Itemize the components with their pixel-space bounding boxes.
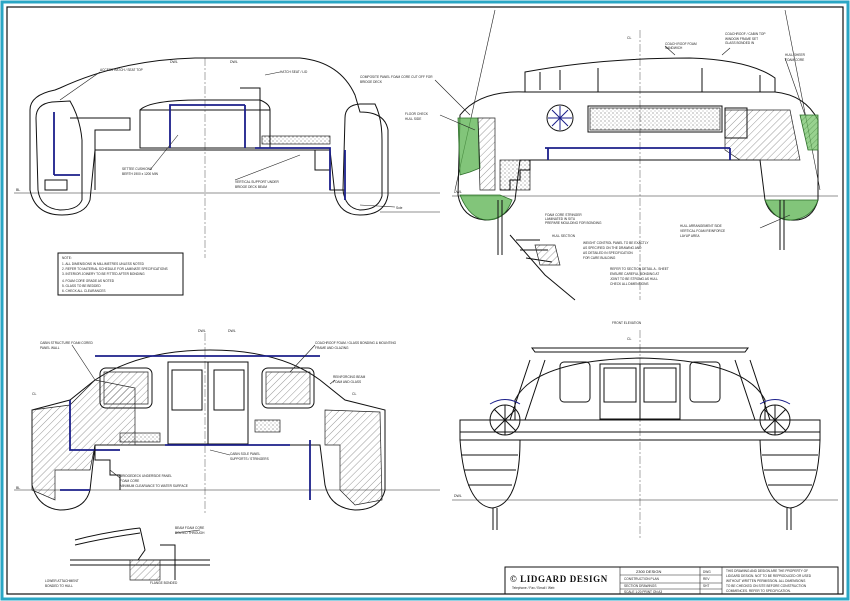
svg-text:DWL: DWL [454,494,462,498]
svg-text:4. FOAM CORE GRADE AS NOTED: 4. FOAM CORE GRADE AS NOTED [62,279,115,283]
svg-text:BRIDGE DECK: BRIDGE DECK [360,80,383,84]
svg-text:DWL: DWL [230,60,238,64]
svg-text:HULL SECTION: HULL SECTION [552,234,576,238]
svg-text:SETTEE CUSHIONS: SETTEE CUSHIONS [122,167,152,171]
svg-text:Sole: Sole [396,206,403,210]
svg-text:COACH ROOF FOAM: COACH ROOF FOAM [665,42,697,46]
svg-text:FOAM CORE: FOAM CORE [785,58,804,62]
svg-text:ENSURE CAREFUL BONDING AT: ENSURE CAREFUL BONDING AT [610,272,659,276]
svg-text:ACCESS HATCH / SEAT TOP: ACCESS HATCH / SEAT TOP [100,68,143,72]
svg-text:BRIDGEDECK UNDERSIDE PANEL: BRIDGEDECK UNDERSIDE PANEL [120,474,172,478]
svg-text:JOINT TO BE STRONG AS HULL: JOINT TO BE STRONG AS HULL [610,277,658,281]
svg-text:CL: CL [32,392,37,396]
svg-text:THIS DRAWING AND DESIGN ARE TH: THIS DRAWING AND DESIGN ARE THE PROPERTY… [726,569,808,573]
svg-text:FLOOR CHECK: FLOOR CHECK [405,112,429,116]
svg-text:FLANGE BONDED: FLANGE BONDED [150,581,178,585]
svg-text:VERTICAL FOAM REINFORCE: VERTICAL FOAM REINFORCE [680,229,725,233]
svg-text:BEAM FOAM CORE: BEAM FOAM CORE [175,526,204,530]
svg-text:DWL: DWL [454,190,462,194]
svg-text:WEIGHT CONTROL PANEL TO BE EXA: WEIGHT CONTROL PANEL TO BE EXACTLY [583,241,649,245]
svg-text:CONSTRUCTION PLAN: CONSTRUCTION PLAN [624,577,660,581]
svg-text:REFER TO SECTION DETAIL A - SH: REFER TO SECTION DETAIL A - SHEET [610,267,669,271]
svg-text:BERTH 1900 x 1200 MIN: BERTH 1900 x 1200 MIN [122,172,159,176]
svg-text:BOLTED THROUGH: BOLTED THROUGH [175,531,205,535]
svg-text:BONDED TO HULL: BONDED TO HULL [45,584,73,588]
svg-text:FOR CARE BUILDING: FOR CARE BUILDING [583,256,616,260]
svg-text:WITHOUT WRITTEN PERMISSION. AL: WITHOUT WRITTEN PERMISSION. ALL DIMENSIO… [726,579,805,583]
svg-text:LAMINATED IN SITU: LAMINATED IN SITU [545,217,576,221]
sheet-inner-border [6,6,844,595]
svg-text:3. INTERIOR JOINERY TO BE FITT: 3. INTERIOR JOINERY TO BE FITTED AFTER B… [62,272,145,276]
svg-text:CABIN STRUCTURE FOAM CORED: CABIN STRUCTURE FOAM CORED [40,341,93,345]
svg-text:CL: CL [627,337,632,341]
svg-text:1. ALL DIMENSIONS IN MILLIMETR: 1. ALL DIMENSIONS IN MILLIMETRES UNLESS … [62,262,145,266]
svg-text:AS SPECIFIED ON THE DRAWING AN: AS SPECIFIED ON THE DRAWING AND [583,246,642,250]
brand-name: © LIDGARD DESIGN [510,574,608,584]
svg-text:FRONT ELEVATION: FRONT ELEVATION [612,321,642,325]
section-view-top-left: DWL DWL BL ACCESS HATCH / SEAT TOP HATCH… [14,57,440,258]
svg-text:NOTE:: NOTE: [62,256,72,260]
svg-text:AS DETAILED IN SPECIFICATION: AS DETAILED IN SPECIFICATION [583,251,633,255]
svg-text:DWG: DWG [703,570,711,574]
svg-text:SCALE 1:20 PRINT ON A3: SCALE 1:20 PRINT ON A3 [624,590,662,594]
svg-text:MINIMUM CLEARANCE TO WATER SUR: MINIMUM CLEARANCE TO WATER SURFACE [120,484,188,488]
svg-text:HULL ARRANGEMENT SIDE: HULL ARRANGEMENT SIDE [680,224,722,228]
svg-text:6. CHECK ALL CLEARANCES: 6. CHECK ALL CLEARANCES [62,289,105,293]
svg-text:CHECK ALL DIMENSIONS: CHECK ALL DIMENSIONS [610,282,649,286]
svg-text:VERTICAL SUPPORT UNDER: VERTICAL SUPPORT UNDER [235,180,280,184]
svg-text:BL: BL [16,486,20,490]
svg-text:FOAM CORE: FOAM CORE [120,479,139,483]
svg-text:TO BE CHECKED ON SITE BEFORE C: TO BE CHECKED ON SITE BEFORE CONSTRUCTIO… [726,584,807,588]
svg-text:REINFORCING BEAM: REINFORCING BEAM [333,375,366,379]
svg-text:SUPPORTS / STRINGERS: SUPPORTS / STRINGERS [230,457,269,461]
front-elevation-bottom-right: CL DWL FRONT ELEVATION [452,321,838,540]
svg-text:DWL: DWL [198,329,206,333]
svg-text:CL: CL [352,392,357,396]
svg-text:COACHROOF / CABIN TOP: COACHROOF / CABIN TOP [725,32,765,36]
svg-text:COMMENCES. REFER TO SPECIFICAT: COMMENCES. REFER TO SPECIFICATION. [726,589,791,593]
svg-text:5. GLASS TO BE BEDDED: 5. GLASS TO BE BEDDED [62,284,101,288]
svg-text:BRIDGE DECK BEAM: BRIDGE DECK BEAM [235,185,267,189]
svg-text:LOWER ATTACHMENT: LOWER ATTACHMENT [45,579,79,583]
title-block: © LIDGARD DESIGN Telephone / Fax / Email… [504,566,839,595]
svg-text:SHT: SHT [703,584,709,588]
svg-text:2300 DESIGN: 2300 DESIGN [636,569,661,574]
svg-text:CABIN SOLE PANEL: CABIN SOLE PANEL [230,452,260,456]
svg-text:2. REFER TO MATERIAL SCHEDULE: 2. REFER TO MATERIAL SCHEDULE FOR LAMINA… [62,267,168,271]
svg-text:HULL SHEER: HULL SHEER [785,53,806,57]
svg-text:WINDOW FRAME SET: WINDOW FRAME SET [725,37,758,41]
svg-text:DWL: DWL [228,329,236,333]
svg-text:LAYUP AREA: LAYUP AREA [680,234,700,238]
svg-text:FOAM AND GLASS: FOAM AND GLASS [333,380,361,384]
svg-text:GLASS BONDED IN: GLASS BONDED IN [725,41,755,45]
notes-box: NOTE: 1. ALL DIMENSIONS IN MILLIMETRES U… [57,252,184,296]
svg-text:FOAM CORE STRINGER: FOAM CORE STRINGER [545,213,582,217]
svg-text:HULL SIDE: HULL SIDE [405,117,421,121]
svg-text:COMPOSITE PANEL FOAM CORE CUT: COMPOSITE PANEL FOAM CORE CUT OFF FOR [360,75,433,79]
svg-text:HATCH SEAT / LID: HATCH SEAT / LID [280,70,308,74]
svg-text:DWL: DWL [170,60,178,64]
detail-sketch-bottom-left: BEAM FOAM CORE BOLTED THROUGH LOWER ATTA… [45,526,210,588]
svg-text:PREPARE MOULDING FOR BONDING: PREPARE MOULDING FOR BONDING [545,221,602,225]
svg-text:Telephone / Fax / Email / Web: Telephone / Fax / Email / Web [512,586,555,590]
svg-text:PANEL WALL: PANEL WALL [40,346,60,350]
svg-text:CL: CL [627,36,632,40]
svg-text:BL: BL [16,188,20,192]
svg-text:SANDWICH: SANDWICH [665,46,683,50]
svg-text:LIDGARD DESIGN. NOT TO BE REPR: LIDGARD DESIGN. NOT TO BE REPRODUCED OR … [726,574,812,578]
svg-text:FRAME AND GLAZING: FRAME AND GLAZING [315,346,349,350]
section-view-top-right: CL DWL COMPOSITE PANEL FOAM CORE CUT OFF… [360,9,838,301]
section-view-bottom-left: DWL DWL BL CL CL CABIN STRUCTURE FOAM CO… [14,329,440,515]
svg-text:SECTION DRAWINGS: SECTION DRAWINGS [624,584,656,588]
svg-text:COACHROOF FOAM / GLASS BONDING: COACHROOF FOAM / GLASS BONDING & MOUNTIN… [315,341,397,345]
svg-text:REV: REV [703,577,710,581]
